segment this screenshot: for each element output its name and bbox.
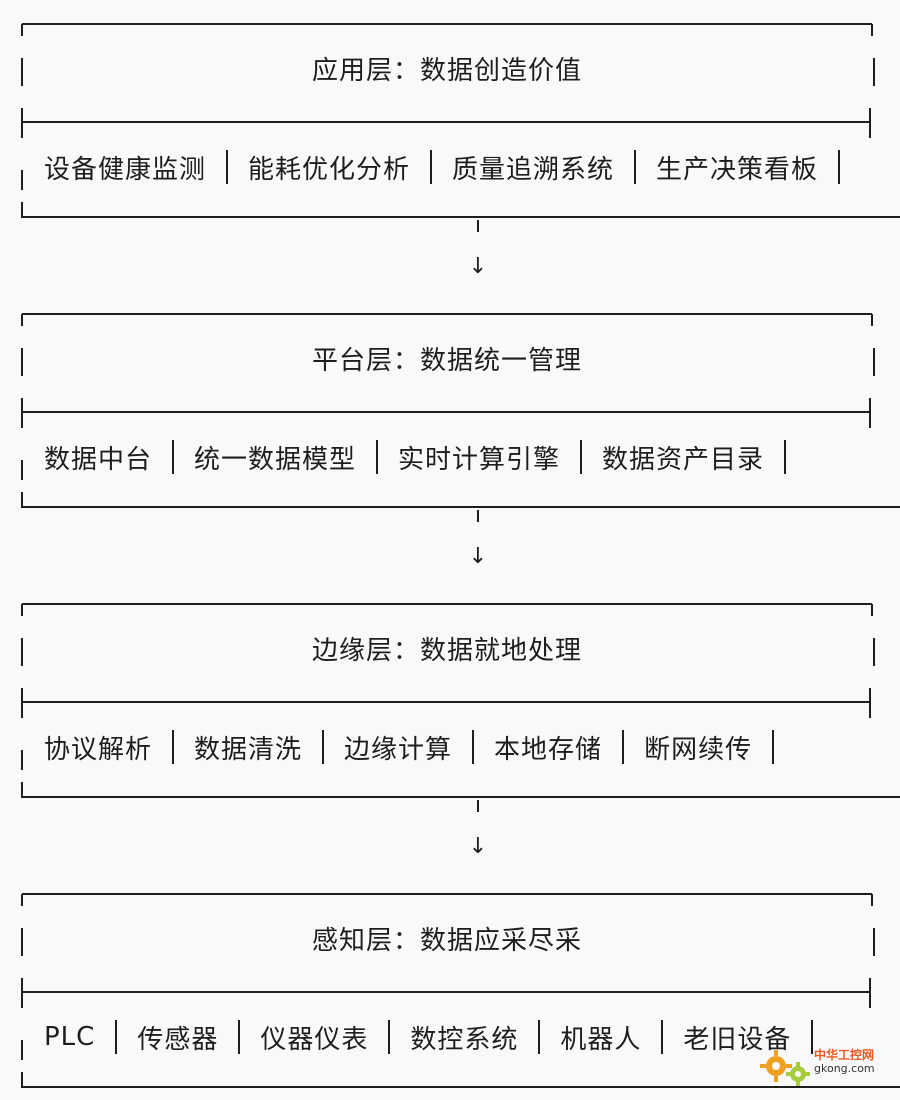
watermark-cn-text: 中华工控网 [814,1048,875,1062]
layer-title: 平台层：数据统一管理 [311,346,582,376]
down-arrow-icon: ↓ [468,834,488,859]
item-separator [226,150,229,184]
item-separator [772,730,775,764]
gkong-watermark-logo: 中华工控网 gkong.com [758,1044,888,1090]
layer-item: 老旧设备 [683,1024,792,1055]
item-separator [811,1020,814,1054]
item-separator [322,730,325,764]
layer-items: 设备健康监测 能耗优化分析 质量追溯系统 生产决策看板 [22,144,860,190]
item-separator [115,1020,118,1054]
down-arrow-icon: ↓ [468,254,488,279]
layer-item: 能耗优化分析 [248,154,411,185]
layer-item: 边缘计算 [344,734,453,765]
layer-item: 实时计算引擎 [398,444,561,475]
item-separator [388,1020,391,1054]
layer-title: 感知层：数据应采尽采 [311,926,582,956]
layer-item: 断网续传 [644,734,753,765]
layer-item: 质量追溯系统 [452,154,615,185]
gear-icon [760,1050,810,1086]
layer-edge: 边缘层：数据就地处理 协议解析 数据清洗 边缘计算 本地存储 断网续传 [0,603,900,812]
layer-item: 数据中台 [44,444,153,475]
layer-item: 协议解析 [44,734,153,765]
layer-item: 机器人 [560,1024,642,1055]
item-separator [472,730,475,764]
layer-item: 数据资产目录 [602,444,765,475]
layer-item: 本地存储 [494,734,603,765]
layer-platform: 平台层：数据统一管理 数据中台 统一数据模型 实时计算引擎 数据资产目录 [0,313,900,522]
layer-frame [21,603,900,812]
item-separator [784,440,787,474]
layer-item: 设备健康监测 [44,154,207,185]
item-separator [634,150,637,184]
layer-item: 生产决策看板 [656,154,819,185]
item-separator [172,730,175,764]
item-separator [838,150,841,184]
layer-frame [21,893,900,1088]
layer-frame [21,23,900,232]
item-separator [172,440,175,474]
item-separator [238,1020,241,1054]
layer-item: 数据清洗 [194,734,303,765]
layer-title: 边缘层：数据就地处理 [311,636,582,666]
layer-title: 应用层：数据创造价值 [311,56,582,86]
layer-item: 数控系统 [410,1024,519,1055]
item-separator [376,440,379,474]
down-arrow-icon: ↓ [468,544,488,569]
item-separator [538,1020,541,1054]
item-separator [622,730,625,764]
layer-item: 传感器 [137,1024,219,1055]
item-separator [661,1020,664,1054]
layer-application: 应用层：数据创造价值 设备健康监测 能耗优化分析 质量追溯系统 生产决策看板 [0,23,900,232]
layer-item: 统一数据模型 [194,444,357,475]
layer-perception: 感知层：数据应采尽采 PLC 传感器 仪器仪表 数控系统 机器人 老旧设备 [0,893,900,1088]
layer-items: PLC 传感器 仪器仪表 数控系统 机器人 老旧设备 [22,1014,833,1060]
layer-items: 协议解析 数据清洗 边缘计算 本地存储 断网续传 [22,724,794,770]
item-separator [580,440,583,474]
layer-item: 仪器仪表 [260,1024,369,1055]
layer-frame [21,313,900,522]
watermark-en-text: gkong.com [814,1062,875,1075]
layer-item: PLC [44,1022,96,1052]
item-separator [430,150,433,184]
layer-items: 数据中台 统一数据模型 实时计算引擎 数据资产目录 [22,434,806,480]
